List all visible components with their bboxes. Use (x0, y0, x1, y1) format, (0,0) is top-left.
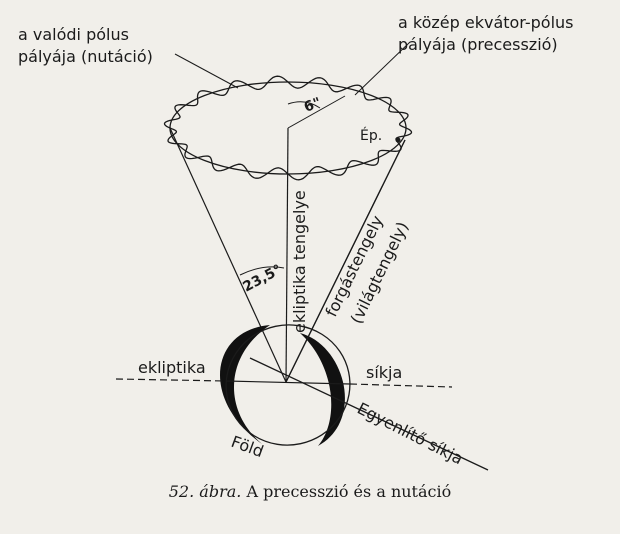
precession-label-line1: a közép ekvátor-pólus (398, 13, 574, 32)
cone-left-line (169, 127, 287, 383)
nutation-leader-line (174, 53, 239, 89)
small-angle-ray (287, 95, 346, 129)
earth-shadow-left (220, 325, 270, 444)
ecliptic-axis-line (285, 127, 289, 383)
nutation-wave-path (163, 75, 413, 181)
earth-ellipse (225, 324, 351, 446)
figure-caption: 52. ábra. A precesszió és a nutáció (0, 482, 620, 501)
small-angle-label: 6" (302, 95, 323, 116)
equator-plane-line (249, 357, 489, 471)
nutation-label-line2: pályája (nutáció) (18, 47, 153, 66)
precession-label-line2: pályája (precesszió) (398, 35, 558, 54)
pole-point-dot (395, 137, 401, 143)
caption-number: 52. ábra. (168, 482, 242, 501)
nutation-label-line1: a valódi pólus (18, 25, 129, 44)
ecliptic-right-label: síkja (366, 363, 402, 382)
ecliptic-plane-right (349, 383, 453, 388)
ecliptic-plane-center (225, 380, 351, 385)
caption-text: A precesszió és a nutáció (246, 482, 452, 501)
earth-label: Föld (229, 432, 267, 461)
tilt-angle-arc (239, 266, 285, 276)
pole-point-label: Ép. (360, 127, 382, 144)
precession-leader-line (354, 41, 411, 96)
equator-plane-label: Egyenlítő síkja (354, 399, 466, 469)
rotation-axis-line (285, 139, 406, 383)
ecliptic-plane-left (115, 378, 227, 382)
small-angle-arc (287, 101, 321, 109)
ecliptic-axis-label: ekliptika tengelye (290, 190, 309, 333)
tilt-angle-label: 23,5° (240, 262, 284, 296)
ecliptic-left-label: ekliptika (138, 358, 206, 377)
earth-shadow-right (300, 333, 345, 446)
